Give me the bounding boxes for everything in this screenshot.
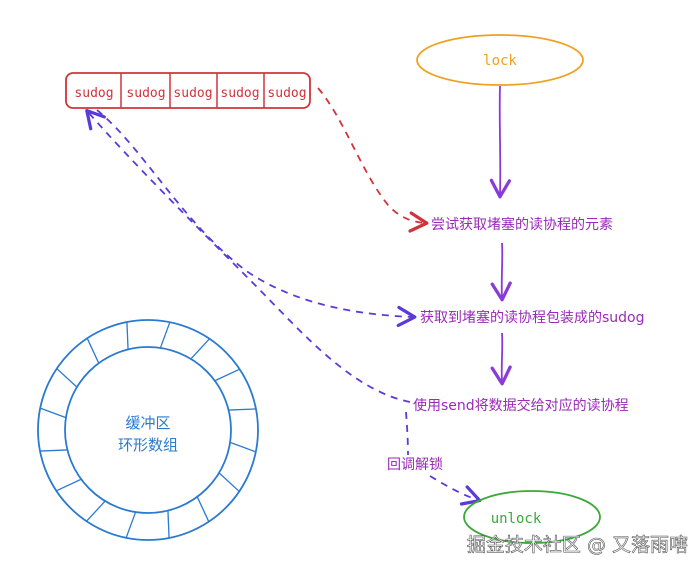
- ring-label-line1: 缓冲区: [125, 414, 170, 432]
- ring-slot-divider: [125, 511, 137, 539]
- ring-slot-divider: [159, 321, 171, 349]
- ring-slot-divider: [196, 496, 210, 522]
- dashed-arrow-queue-to-step2: [96, 109, 417, 328]
- ring-slot-divider: [218, 472, 240, 492]
- step-got-sudog: 获取到堵塞的读协程包装成的sudog: [420, 309, 645, 326]
- sudog-queue-frame: [65, 72, 311, 109]
- step-send-to-reader: 使用send将数据交给对应的读协程: [413, 397, 629, 414]
- arrow-step2-to-step3: [490, 332, 512, 386]
- watermark: 掘金技术社区 @ 又落雨嗐: [467, 534, 688, 556]
- sudog-cell: sudog: [126, 86, 165, 101]
- arrow-lock-to-step1: [489, 85, 512, 199]
- sudog-cell: sudog: [173, 86, 212, 101]
- dashed-arrow-to-unlock: [429, 475, 482, 506]
- ring-slot-divider: [40, 449, 68, 452]
- lock-node: lock: [416, 34, 584, 86]
- ring-slot-divider: [56, 478, 82, 492]
- ring-slot-divider: [190, 338, 210, 360]
- ring-slot-divider: [86, 500, 106, 522]
- lock-ellipse: [416, 34, 584, 86]
- sudog-cell: sudog: [220, 86, 259, 101]
- step-try-get-blocked-reader: 尝试获取堵塞的读协程的元素: [431, 216, 613, 233]
- step-unlock-callback: 回调解锁: [387, 457, 443, 473]
- dashed-arrow-queue-to-step1: [317, 87, 429, 233]
- sudog-cell: sudog: [74, 86, 113, 101]
- lock-label: lock: [483, 53, 517, 69]
- ring-buffer: 缓冲区 环形数组: [37, 319, 259, 541]
- dashed-arrow-step3-to-queue: [85, 109, 411, 403]
- ring-slot-divider: [126, 322, 129, 350]
- ring-slot-divider: [167, 510, 170, 538]
- ring-outer: [37, 319, 259, 541]
- unlock-label: unlock: [491, 511, 542, 527]
- ring-slot-divider: [86, 338, 100, 364]
- sudog-cell: sudog: [267, 86, 306, 101]
- unlock-ellipse: [463, 490, 601, 544]
- dashed-line-to-unlock: [405, 411, 409, 456]
- ring-slot-divider: [228, 408, 256, 411]
- ring-label-line2: 环形数组: [118, 436, 178, 454]
- sudog-queue: sudog sudog sudog sudog sudog: [65, 72, 311, 109]
- ring-slot-divider: [229, 441, 257, 453]
- ring-slot-dividers: [39, 321, 257, 539]
- arrow-step1-to-step2: [490, 242, 512, 302]
- unlock-node: unlock: [463, 490, 601, 544]
- ring-slot-divider: [56, 368, 78, 388]
- ring-slot-divider: [214, 368, 240, 382]
- ring-inner: [64, 346, 232, 514]
- ring-slot-divider: [39, 407, 67, 419]
